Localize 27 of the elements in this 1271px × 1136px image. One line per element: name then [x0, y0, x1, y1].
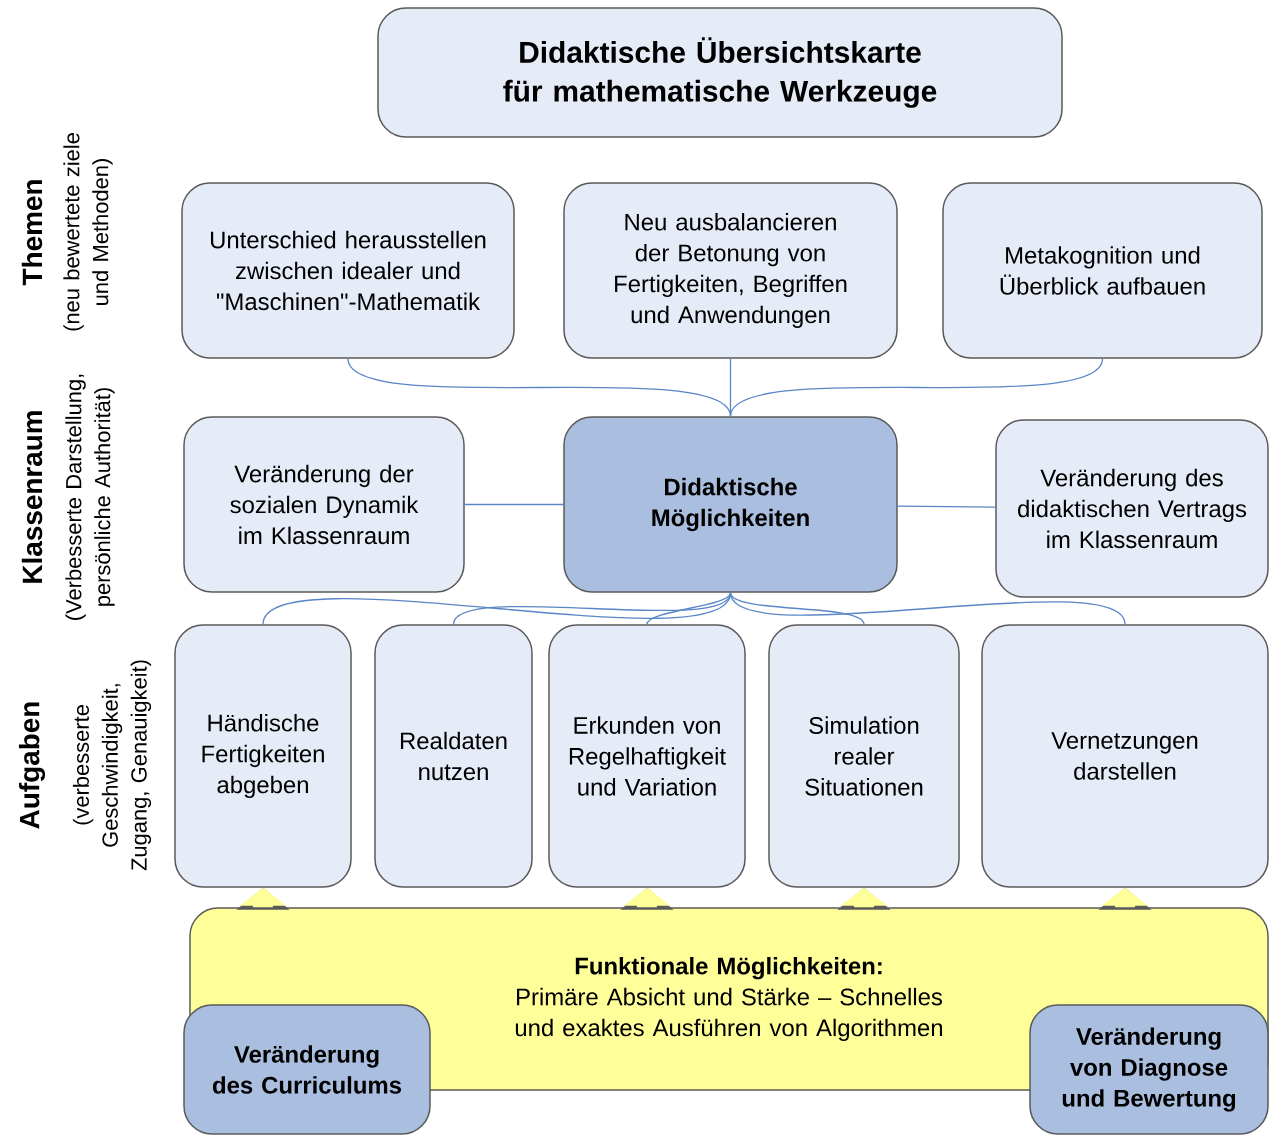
connector-line — [646, 592, 732, 625]
title-box: Didaktische Übersichtskarte für mathematische Werkzeuge — [377, 7, 1063, 138]
rounded-box: Unterschied herausstellen zwischen idealer und "Maschinen"-Mathematik — [181, 182, 515, 359]
rounded-box: Erkunden von Regelhaftigkeit und Variation — [548, 624, 746, 888]
connector-line — [729, 592, 865, 625]
connector-line — [729, 358, 1104, 417]
section-note: (verbesserte Geschwindigkeit, Zugang, Genauigkeit) — [72, 660, 152, 871]
connector-line — [897, 505, 996, 508]
rounded-box: Simulation realer Situationen — [768, 624, 960, 888]
section-heading: Aufgaben — [18, 702, 46, 829]
section-heading: Klassenraum — [21, 411, 43, 583]
corner-box: Veränderung des Curriculums — [183, 1004, 431, 1135]
rounded-box: Veränderung des didaktischen Vertrags im Klassenraum — [995, 419, 1269, 598]
corner-box: Veränderung von Diagnose und Bewertung — [1029, 1004, 1269, 1135]
central-box: Didaktische Möglichkeiten — [563, 416, 898, 593]
rounded-box: Vernetzungen darstellen — [981, 624, 1269, 888]
connector-line — [729, 592, 1126, 625]
rounded-box: Händische Fertigkeiten abgeben — [174, 624, 352, 888]
section-note: (Verbesserte Darstellung, persönliche Authorität) — [65, 374, 115, 620]
rounded-box: Metakognition und Überblick aufbauen — [942, 182, 1263, 359]
rounded-box: Neu ausbalancieren der Betonung von Fertigkeiten, Begriffen und Anwendungen — [563, 182, 898, 359]
rounded-box: Realdaten nutzen — [374, 624, 533, 888]
section-heading: Themen — [21, 180, 43, 286]
connector-line — [464, 503, 564, 506]
rounded-box: Veränderung der sozialen Dynamik im Klassenraum — [183, 416, 465, 593]
section-note: (neu bewertete ziele und Methoden) — [63, 133, 113, 331]
connector-line — [347, 358, 732, 417]
